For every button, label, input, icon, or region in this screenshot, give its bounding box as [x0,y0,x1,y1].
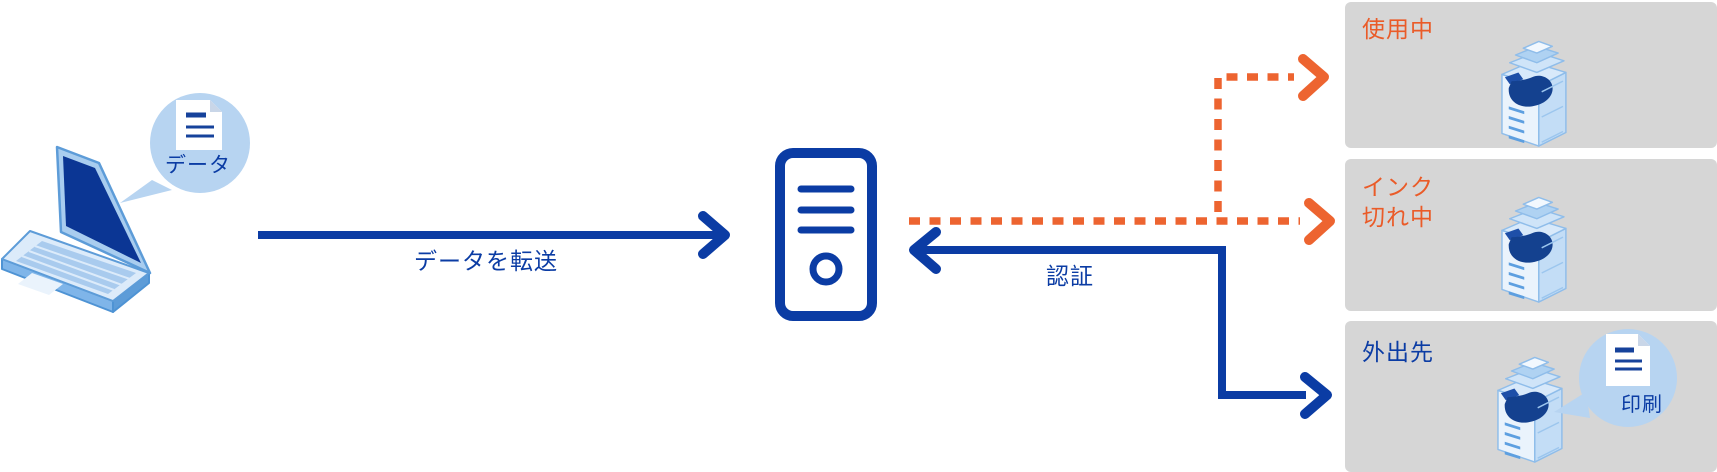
document-icon [176,100,222,150]
status-label-busy: 使用中 [1362,16,1434,42]
printer-remote-icon [1497,356,1563,463]
status-label-remote: 外出先 [1362,339,1434,365]
document-icon [1606,334,1650,386]
laptop-icon [1,145,152,313]
printer-busy-icon [1501,40,1567,147]
data-bubble-label: データ [165,154,231,177]
auth-arrow-label: 認証 [1046,263,1094,289]
status-label-out-of-ink: インク 切れ中 [1362,174,1434,231]
status-check-arrows [909,54,1335,245]
data-bubble [120,93,250,203]
auth-arrow [909,227,1332,419]
transfer-arrow-label: データを転送 [414,248,558,274]
print-bubble [1554,329,1677,427]
server-icon [775,148,877,321]
printer-out-of-ink-icon [1501,196,1567,303]
transfer-arrow [258,211,730,259]
print-bubble-label: 印刷 [1621,394,1663,416]
